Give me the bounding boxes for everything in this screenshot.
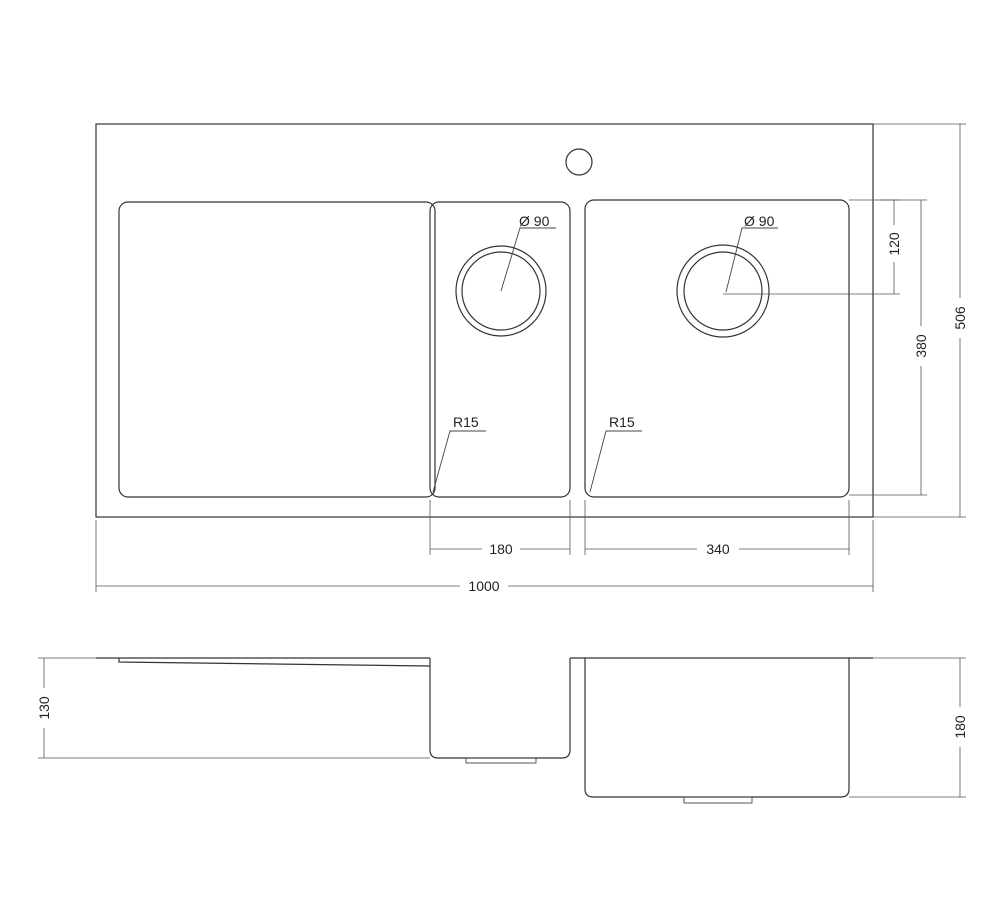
bowl-depth-label: 380 bbox=[913, 334, 929, 358]
small-bowl-width-label: 180 bbox=[489, 541, 513, 557]
small-bowl bbox=[429, 201, 571, 498]
large-drain-diameter-label: Ø 90 bbox=[744, 213, 775, 229]
large-bowl bbox=[584, 199, 850, 498]
large-bowl-width-label: 340 bbox=[706, 541, 730, 557]
small-bowl-profile bbox=[429, 658, 571, 759]
radius-small-label: R15 bbox=[453, 414, 479, 430]
large-bowl-outlet bbox=[683, 796, 753, 804]
dim-large-bowl-height: 180 bbox=[849, 657, 968, 798]
drainboard bbox=[118, 201, 436, 498]
small-drain: Ø 90 bbox=[455, 213, 556, 337]
sink-outline bbox=[95, 123, 874, 518]
small-bowl-outlet bbox=[465, 757, 537, 764]
small-drain-diameter-label: Ø 90 bbox=[519, 213, 550, 229]
dim-small-bowl-width: 180 bbox=[429, 500, 571, 557]
radius-large-label: R15 bbox=[609, 414, 635, 430]
side-view: 130 180 bbox=[36, 657, 968, 804]
dim-large-bowl-width: 340 bbox=[584, 500, 850, 557]
drain-offset-label: 120 bbox=[886, 232, 902, 256]
overall-depth-label: 506 bbox=[952, 306, 968, 330]
large-bowl-height-label: 180 bbox=[952, 715, 968, 739]
dim-overall-width: 1000 bbox=[95, 520, 874, 594]
drainboard-profile bbox=[96, 657, 431, 667]
small-bowl-height-label: 130 bbox=[36, 696, 52, 720]
radius-callout-large: R15 bbox=[589, 414, 642, 493]
dim-overall-depth: 506 bbox=[873, 123, 968, 518]
dim-small-bowl-height: 130 bbox=[36, 657, 430, 759]
tap-hole bbox=[565, 148, 593, 176]
dim-drain-offset: 120 bbox=[723, 199, 902, 295]
dim-bowl-depth: 380 bbox=[849, 199, 929, 496]
overall-width-label: 1000 bbox=[468, 578, 499, 594]
top-view: Ø 90 Ø 90 R15 R15 180 bbox=[95, 123, 968, 594]
large-bowl-profile bbox=[584, 658, 850, 798]
large-drain: Ø 90 bbox=[676, 213, 778, 338]
radius-callout-small: R15 bbox=[432, 414, 486, 493]
